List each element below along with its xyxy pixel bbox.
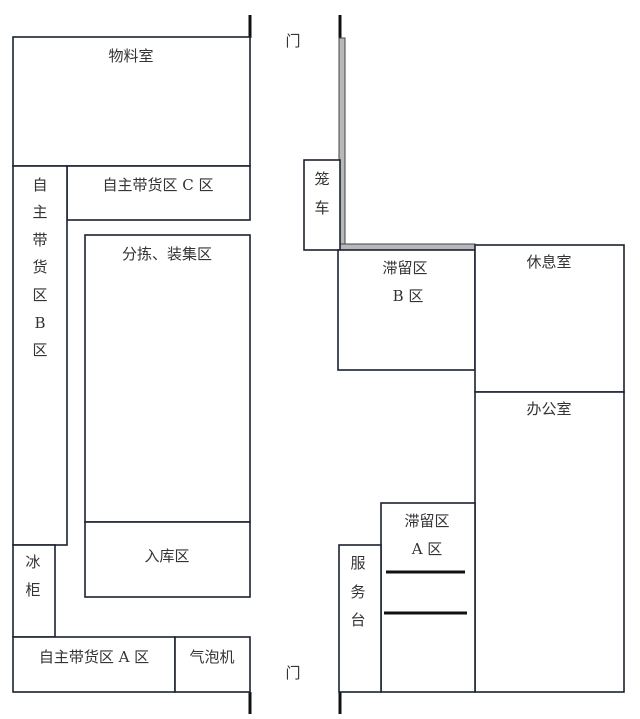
room-office [474,391,625,693]
room-sorting [84,234,251,523]
label-hold-b-1: B 区 [393,287,424,305]
label-freezer-1: 柜 [25,581,40,599]
room-materials [12,36,251,167]
label-door-top: 门 [285,32,300,50]
label-office: 办公室 [526,400,571,418]
label-service-0: 服 [350,554,365,572]
room-hold-b [337,249,476,371]
label-self-b-0: 自 [32,176,47,194]
room-service [338,544,382,693]
room-cage [303,159,341,251]
label-door-bottom: 门 [285,664,300,682]
room-hold-a [380,502,476,693]
label-bubble: 气泡机 [189,648,234,666]
label-self-b-5: B [34,314,45,332]
label-self-b-1: 主 [32,203,47,221]
label-sorting: 分拣、装集区 [122,245,212,263]
label-self-b-4: 区 [32,286,47,304]
room-self-a [12,636,176,693]
label-self-a: 自主带货区 A 区 [39,648,149,666]
label-cage-1: 车 [314,199,329,217]
room-self-b [12,165,68,546]
label-inbound: 入库区 [144,547,189,565]
label-cage-0: 笼 [314,170,329,188]
room-freezer [12,544,56,638]
label-rest: 休息室 [526,253,571,271]
label-self-b-3: 货 [32,258,47,276]
partition-horizontal [338,243,476,251]
label-hold-a-0: 滞留区 [404,512,449,530]
label-self-b-6: 区 [32,341,47,359]
label-materials: 物料室 [108,47,153,65]
room-rest [474,244,625,393]
label-service-2: 台 [350,611,365,629]
room-bubble [174,636,251,693]
label-hold-b-0: 滞留区 [382,259,427,277]
label-freezer-0: 冰 [25,553,40,571]
label-service-1: 务 [350,583,365,601]
label-self-c: 自主带货区 C 区 [102,176,213,194]
room-inbound [84,521,251,598]
label-hold-a-1: A 区 [411,540,443,558]
label-self-b-2: 带 [32,231,47,249]
room-self-c [66,165,251,221]
